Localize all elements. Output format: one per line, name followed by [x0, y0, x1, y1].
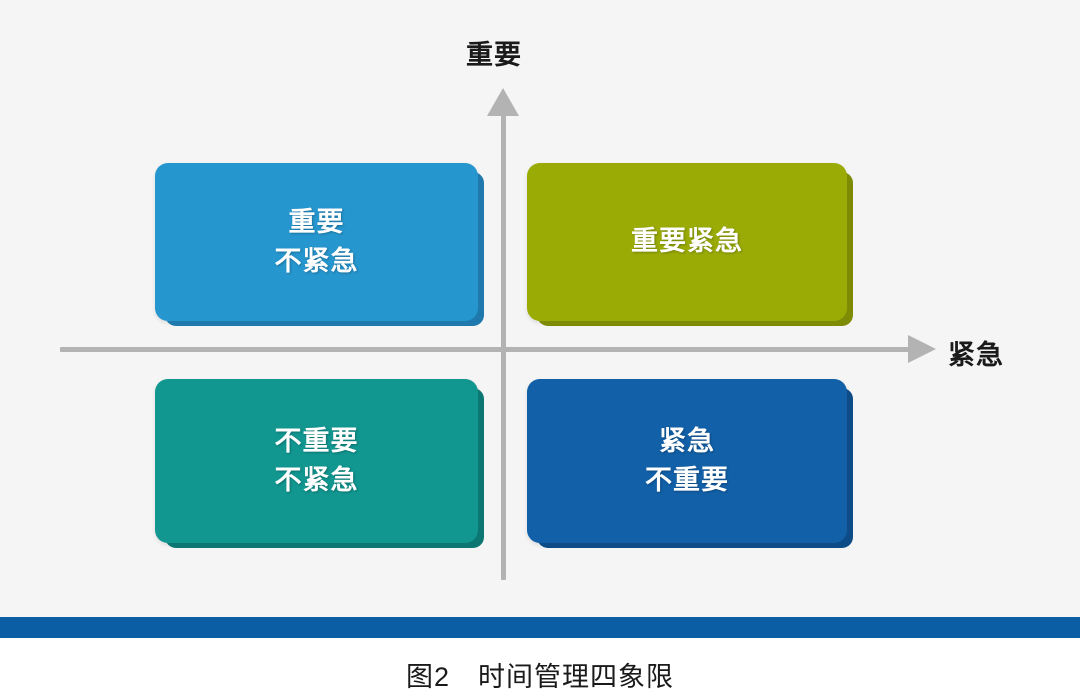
- quadrant-label-line: 不重要: [274, 425, 359, 456]
- horizontal-axis-label: 紧急: [948, 340, 1004, 370]
- footer-divider: [0, 617, 1080, 638]
- quadrant-label-line: 不重要: [645, 465, 729, 495]
- quadrant-label-line: 不紧急: [274, 465, 359, 495]
- diagram-canvas: 重要 紧急 重要 不紧急 重要紧急 不重要 不紧急 紧急 不重要: [60, 40, 1004, 580]
- vertical-axis-arrow-icon: [487, 88, 519, 116]
- quadrant-important-not-urgent: 重要 不紧急: [155, 163, 478, 321]
- quadrant-label-line: 重要紧急: [631, 226, 743, 257]
- caption-area: [0, 638, 1080, 699]
- horizontal-axis-line: [60, 347, 915, 352]
- figure-caption: 图2 时间管理四象限: [405, 662, 675, 692]
- horizontal-axis-arrow-icon: [908, 335, 936, 363]
- quadrant-label-line: 重要: [288, 206, 345, 237]
- quadrant-not-important-not-urgent: 不重要 不紧急: [155, 379, 478, 543]
- quadrant-urgent-not-important: 紧急 不重要: [527, 379, 847, 543]
- quadrant-label-line: 不紧急: [274, 246, 359, 276]
- vertical-axis-label: 重要: [466, 40, 522, 70]
- quadrant-important-urgent: 重要紧急: [527, 163, 847, 321]
- vertical-axis-line: [501, 110, 506, 580]
- quadrant-label-line: 紧急: [659, 425, 715, 456]
